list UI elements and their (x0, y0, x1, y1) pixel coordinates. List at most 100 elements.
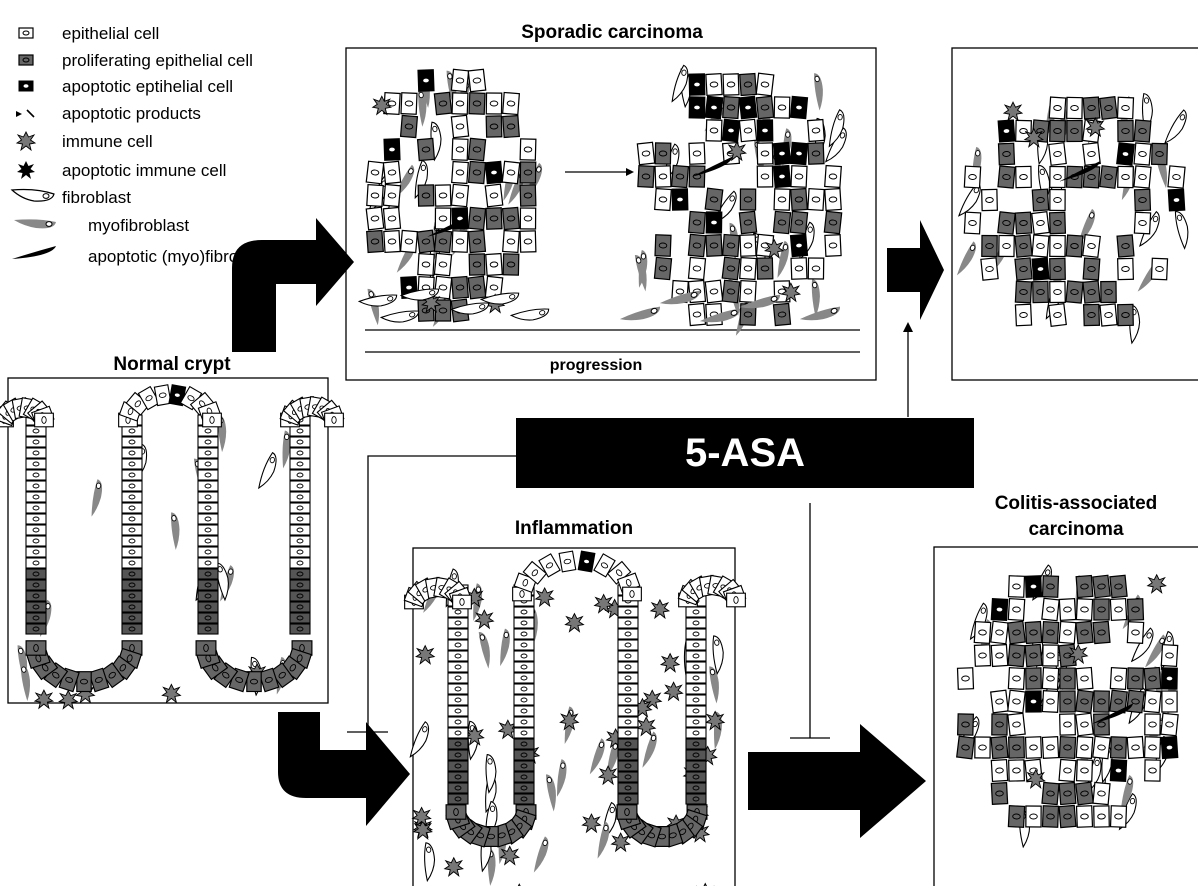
proliferating-epithelial-cell (121, 579, 143, 591)
epithelial-cell (289, 524, 311, 536)
proliferating-epithelial-cell (991, 713, 1008, 736)
epithelial-cell (685, 683, 707, 695)
proliferating-epithelial-cell (617, 782, 639, 794)
proliferating-epithelial-cell (1075, 689, 1094, 714)
proliferating-epithelial-cell (1024, 620, 1043, 645)
proliferating-epithelial-cell (289, 568, 311, 580)
proliferating-epithelial-cell (990, 735, 1009, 760)
progression-arrow (565, 168, 634, 176)
epithelial-cell (519, 230, 537, 253)
epithelial-cell (513, 617, 535, 629)
epithelial-cell (1126, 621, 1145, 644)
epithelial-cell (447, 672, 469, 684)
epithelial-cell (451, 230, 469, 253)
proliferating-epithelial-cell (1082, 280, 1101, 304)
apoptotic-epithelial-cell (417, 69, 435, 92)
epithelial-cell (1133, 165, 1152, 189)
epithelial-cell (447, 650, 469, 662)
colitis-title-line1: Colitis-associated (995, 493, 1158, 514)
epithelial-cell (617, 628, 639, 640)
proliferating-epithelial-cell (670, 164, 690, 189)
proliferating-epithelial-cell (687, 233, 707, 258)
apoptotic-epithelial-cell (721, 118, 741, 143)
epithelial-cell (1075, 598, 1094, 621)
epithelial-cell (1082, 234, 1101, 258)
epithelial-cell (973, 644, 992, 667)
epithelial-cell (502, 229, 520, 254)
epithelial-cell (654, 165, 672, 188)
apoptotic-epithelial-cell (1116, 142, 1135, 166)
epithelial-cell (1144, 759, 1161, 782)
proliferating-epithelial-cell (417, 184, 435, 207)
proliferating-epithelial-cell (1066, 119, 1083, 143)
proliferating-epithelial-cell (617, 738, 639, 750)
immune-cell-icon (16, 131, 36, 151)
proliferating-epithelial-cell (121, 590, 143, 602)
epithelial-cell (121, 524, 143, 536)
arrow-sporadic-to-carcinoma (887, 220, 944, 320)
epithelial-cell (1143, 689, 1162, 714)
proliferating-epithelial-cell (1041, 781, 1060, 806)
proliferating-epithelial-cell (956, 735, 975, 760)
epithelial-cell (197, 469, 219, 481)
epithelial-cell (617, 705, 639, 717)
epithelial-cell (1007, 575, 1026, 598)
proliferating-epithelial-cell (1032, 280, 1049, 304)
proliferating-epithelial-cell (121, 612, 143, 624)
5-asa-label: 5-ASA (684, 430, 806, 475)
proliferating-epithelial-cell (1024, 643, 1043, 668)
epithelial-cell (790, 165, 808, 188)
proliferating-epithelial-cell (1093, 598, 1110, 621)
epithelial-cell (685, 694, 707, 706)
proliferating-epithelial-cell (721, 279, 741, 304)
proliferating-epithelial-cell (1100, 280, 1117, 304)
epithelial-cell (121, 502, 143, 514)
proliferating-epithelial-cell (653, 256, 673, 281)
epithelial-cell (25, 513, 47, 525)
epithelial-cell (617, 639, 639, 651)
proliferating-epithelial-cell (121, 623, 143, 635)
epithelial-cell (450, 183, 470, 208)
proliferating-epithelial-cell (1031, 188, 1050, 212)
proliferating-epithelial-cell (654, 142, 672, 165)
epithelial-cell (25, 524, 47, 536)
epithelial-cell (501, 160, 521, 185)
epithelial-cell (502, 91, 520, 116)
epithelial-cell (1099, 303, 1118, 327)
proliferating-epithelial-cell (807, 142, 825, 165)
inhibition-line-left (347, 455, 516, 733)
epithelial-cell (636, 141, 656, 166)
epithelial-cell (1144, 713, 1161, 736)
proliferating-epithelial-cell (688, 210, 706, 235)
legend: epithelial cell proliferating epithelial… (11, 24, 274, 266)
proliferating-epithelial-cell (25, 579, 47, 591)
epithelial-cell (197, 546, 219, 558)
epithelial-cell (519, 138, 537, 161)
epithelial-cell (685, 650, 707, 662)
epithelial-cell (289, 458, 311, 470)
epithelial-cell (121, 557, 143, 569)
legend-label-epithelial: epithelial cell (62, 24, 159, 43)
epithelial-cell (289, 535, 311, 547)
epithelial-cell (289, 513, 311, 525)
proliferating-epithelial-cell (1117, 119, 1134, 143)
epithelial-cell (447, 683, 469, 695)
epithelial-cell (121, 425, 143, 437)
proliferating-epithelial-cell (195, 640, 217, 656)
epithelial-cell (289, 557, 311, 569)
epithelial-cell (197, 491, 219, 503)
proliferating-epithelial-cell (685, 782, 707, 794)
proliferating-epithelial-cell (451, 275, 469, 300)
epithelial-cell (963, 165, 982, 189)
epithelial-cell (25, 458, 47, 470)
epithelial-cell (289, 546, 311, 558)
epithelial-cell (25, 557, 47, 569)
proliferating-epithelial-cell (617, 760, 639, 772)
epithelial-cell (790, 257, 808, 280)
epithelial-cell (1109, 805, 1128, 828)
epithelial-cell (685, 606, 707, 618)
proliferating-epithelial-cell (1133, 119, 1152, 143)
proliferating-epithelial-cell (25, 623, 47, 635)
epithelial-cell (577, 550, 596, 573)
epithelial-cell (1031, 211, 1050, 235)
